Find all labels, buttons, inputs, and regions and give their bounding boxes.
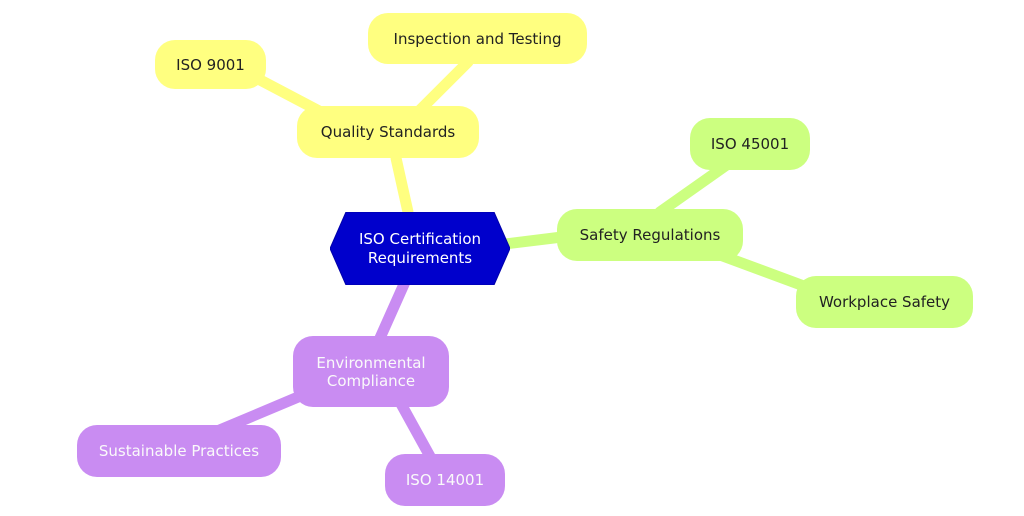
iso-14001-label: ISO 14001 xyxy=(405,471,485,489)
center-hexagon-shape xyxy=(330,212,510,285)
center-label: ISO Certification Requirements xyxy=(358,229,482,267)
safety-regulations-node: Safety Regulations xyxy=(557,209,743,261)
sustainable-practices-label: Sustainable Practices xyxy=(98,442,260,460)
iso-9001-node: ISO 9001 xyxy=(155,40,266,89)
safety-regulations-label: Safety Regulations xyxy=(579,226,721,244)
connector-center-environmental xyxy=(374,276,411,344)
workplace-safety-label: Workplace Safety xyxy=(818,293,951,311)
iso-45001-node: ISO 45001 xyxy=(690,118,810,170)
inspection-and-testing-label: Inspection and Testing xyxy=(393,29,562,48)
connector-center-quality xyxy=(390,152,414,218)
iso-14001-node: ISO 14001 xyxy=(385,454,505,506)
environmental-compliance-label: Environmental Compliance xyxy=(316,353,426,390)
connector-quality-inspection xyxy=(414,56,474,116)
connector-environmental-iso14001 xyxy=(394,396,438,466)
connector-center-safety xyxy=(499,231,568,250)
sustainable-practices-node: Sustainable Practices xyxy=(77,425,281,477)
workplace-safety-node: Workplace Safety xyxy=(796,276,973,328)
quality-standards-label: Quality Standards xyxy=(320,123,456,141)
environmental-compliance-node: Environmental Compliance xyxy=(293,336,449,407)
connector-safety-iso45001 xyxy=(654,158,734,218)
quality-standards-node: Quality Standards xyxy=(297,106,479,158)
center-node: ISO Certification Requirements xyxy=(330,212,510,285)
inspection-and-testing-node: Inspection and Testing xyxy=(368,13,587,64)
iso-45001-label: ISO 45001 xyxy=(710,135,790,153)
iso-9001-label: ISO 9001 xyxy=(176,55,245,74)
